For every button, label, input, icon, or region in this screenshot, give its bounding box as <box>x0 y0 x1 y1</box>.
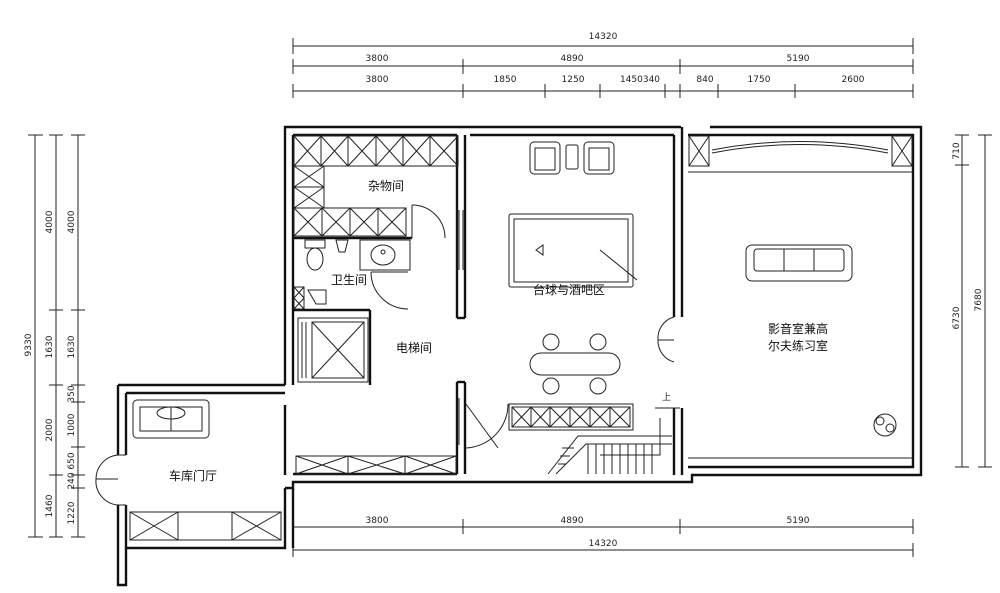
doors <box>95 204 675 506</box>
dim-top-mid-2: 4890 <box>561 54 584 64</box>
foyer-sofa <box>132 399 210 439</box>
dim-top-mid-1: 3800 <box>366 54 389 64</box>
top-dimensions <box>292 38 914 98</box>
dim-bottom-mid-1: 3800 <box>366 516 389 526</box>
stair-up-label: 上 <box>662 392 671 403</box>
dim-left-detail-1: 4000 <box>67 210 77 233</box>
dim-left-mid-1: 4000 <box>45 210 55 233</box>
room-label-theater-line1: 影音室兼高 <box>768 321 828 336</box>
dim-left-mid-3: 2000 <box>45 418 55 441</box>
dining-table-with-stools <box>529 333 621 395</box>
room-label-garage-foyer: 车库门厅 <box>169 468 217 483</box>
dim-top-detail-3: 1250 <box>562 75 585 85</box>
dim-right-mid-2: 6730 <box>952 306 962 329</box>
walls <box>116 125 923 587</box>
dim-left-detail-5: 650 <box>67 452 77 469</box>
room-label-elevator-hall: 电梯间 <box>396 341 432 355</box>
dim-left-mid-2: 1630 <box>45 335 55 358</box>
dim-top-total: 14320 <box>589 32 618 42</box>
dim-right-mid-1: 710 <box>952 142 962 159</box>
billiard-table <box>508 213 638 288</box>
dim-left-total: 9330 <box>24 333 34 356</box>
dim-left-detail-4: 1000 <box>67 413 77 436</box>
dim-left-detail-2: 1630 <box>67 335 77 358</box>
dim-top-detail-6: 1750 <box>748 75 771 85</box>
bar-armchairs <box>529 141 615 175</box>
dim-top-detail-5: 840 <box>696 75 713 85</box>
dim-left-detail-7: 1220 <box>67 501 77 524</box>
potted-plant <box>873 413 897 437</box>
dim-top-detail-7: 2600 <box>842 75 865 85</box>
dim-bottom-mid-2: 4890 <box>561 516 584 526</box>
dim-left-mid-4: 1460 <box>45 494 55 517</box>
room-label-bathroom: 卫生间 <box>331 273 367 287</box>
dim-left-detail-3: 350 <box>67 385 77 402</box>
staircase <box>547 407 680 475</box>
dim-top-mid-3: 5190 <box>787 54 810 64</box>
dim-top-detail-2: 1850 <box>494 75 517 85</box>
theater-sofa <box>745 244 853 282</box>
dim-left-detail-6: 240 <box>67 472 77 489</box>
screen-curve <box>688 141 913 459</box>
left-dimensions <box>28 134 85 538</box>
room-label-billiards-bar: 台球与酒吧区 <box>533 282 605 297</box>
right-dimensions <box>955 134 992 468</box>
dim-top-detail-1: 3800 <box>366 75 389 85</box>
dim-bottom-total: 14320 <box>589 539 618 549</box>
dim-right-total: 7680 <box>974 288 984 311</box>
room-label-storage: 杂物间 <box>368 179 404 193</box>
dim-bottom-mid-3: 5190 <box>787 516 810 526</box>
bathroom-fixtures <box>293 239 411 310</box>
cabinets <box>129 135 913 541</box>
elevator-shaft <box>297 317 369 383</box>
dim-top-detail-4: 1450340 <box>620 75 660 85</box>
room-label-theater-line2: 尔夫练习室 <box>768 338 828 353</box>
